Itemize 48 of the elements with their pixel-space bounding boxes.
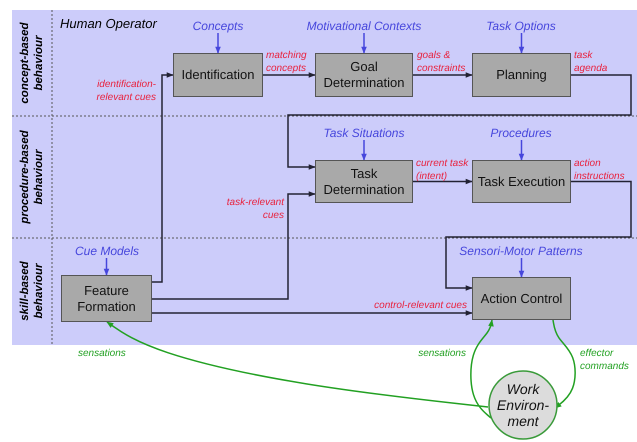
process-box: Identification <box>173 53 263 97</box>
flow-arrow <box>152 310 473 316</box>
edge-label: action instructions <box>574 157 626 183</box>
row-label: procedure-based behaviour <box>18 129 46 226</box>
environment-circle: Work Environ- ment <box>488 370 558 440</box>
input-label: Motivational Contexts <box>300 18 428 33</box>
flow-arrow <box>445 180 632 291</box>
row-label: skill-based behaviour <box>18 260 46 323</box>
input-arrow <box>104 258 110 276</box>
input-label: Sensori-Motor Patterns <box>440 243 602 258</box>
flow-arrow <box>413 178 473 184</box>
edge-label: current task (intent) <box>416 157 470 183</box>
edge-label: matching concepts <box>266 49 308 75</box>
input-label: Task Options <box>470 18 572 33</box>
edge-label: sensations <box>417 347 466 360</box>
input-label: Cue Models <box>62 243 152 258</box>
input-label: Procedures <box>475 125 567 140</box>
input-label: Concepts <box>178 18 258 33</box>
feedback-arrow <box>552 320 576 409</box>
process-box: Task Determination <box>315 160 413 203</box>
input-arrow <box>215 33 221 54</box>
section-title: Human Operator <box>60 16 157 31</box>
edge-label: task-relevant cues <box>226 196 284 222</box>
edge-label: control-relevant cues <box>373 299 467 312</box>
flow-arrow <box>152 72 174 283</box>
process-box: Action Control <box>472 277 571 320</box>
process-box: Planning <box>472 53 571 97</box>
input-arrow <box>361 33 367 54</box>
edge-label: identification-relevant cues <box>96 78 156 104</box>
flow-arrow <box>263 72 316 78</box>
process-box: Task Execution <box>472 160 571 203</box>
edge-label: task agenda <box>574 49 608 75</box>
process-box: Goal Determination <box>315 53 413 97</box>
feedback-arrow <box>106 321 488 408</box>
input-arrow <box>518 33 524 54</box>
feedback-arrow <box>470 319 494 419</box>
process-box: Feature Formation <box>61 275 152 322</box>
flow-arrow <box>413 72 473 78</box>
flow-arrow <box>152 191 316 300</box>
edge-label: sensations <box>78 347 127 360</box>
edge-label: effector commands <box>580 347 630 373</box>
row-label: concept-based behaviour <box>18 21 46 106</box>
edge-label: goals & constraints <box>417 49 466 75</box>
input-arrow <box>361 140 367 161</box>
flow-arrow <box>287 74 632 170</box>
input-arrow <box>518 258 524 278</box>
input-arrow <box>518 140 524 161</box>
input-label: Task Situations <box>305 125 423 140</box>
